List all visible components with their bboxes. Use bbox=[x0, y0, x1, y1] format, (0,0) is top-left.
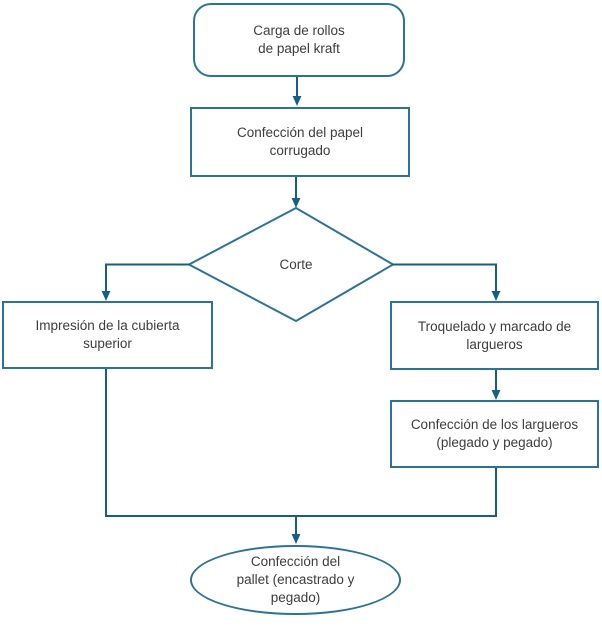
arrowhead-merge-to-pallet bbox=[291, 534, 301, 544]
node-pallet-label: Confección del pallet (encastrado y pega… bbox=[236, 554, 355, 605]
node-troquelado-label: Troquelado y marcado de largueros bbox=[417, 318, 572, 352]
edge-merge-branches bbox=[105, 369, 497, 517]
node-corte-shape bbox=[186, 206, 395, 323]
node-impresion: Impresión de la cubierta superior bbox=[2, 301, 213, 369]
arrowhead-corte-to-troquelado bbox=[491, 291, 501, 301]
arrowhead-corrugado-to-corte bbox=[291, 198, 301, 208]
node-pallet: Confección del pallet (encastrado y pega… bbox=[190, 545, 401, 615]
edge-corte-to-impresion bbox=[105, 263, 190, 292]
node-corte: Corte bbox=[246, 251, 346, 278]
node-corte-label: Corte bbox=[279, 256, 313, 272]
arrowhead-corte-to-impresion bbox=[101, 291, 111, 301]
arrowhead-start-to-corrugado bbox=[292, 96, 302, 106]
node-corrugado: Confección del papel corrugado bbox=[190, 107, 410, 177]
node-corrugado-label: Confección del papel corrugado bbox=[236, 125, 364, 158]
node-start-label: Carga de rollos de papel kraft bbox=[253, 23, 345, 56]
edge-corte-to-troquelado bbox=[392, 263, 497, 292]
arrowhead-troquelado-to-largueros bbox=[491, 390, 501, 400]
node-impresion-label: Impresión de la cubierta superior bbox=[35, 318, 180, 351]
node-largueros: Confección de los largueros (plegado y p… bbox=[390, 400, 599, 468]
node-troquelado: Troquelado y marcado de largueros bbox=[390, 301, 599, 370]
node-start: Carga de rollos de papel kraft bbox=[193, 3, 405, 77]
node-largueros-label: Confección de los largueros (plegado y p… bbox=[410, 417, 579, 450]
